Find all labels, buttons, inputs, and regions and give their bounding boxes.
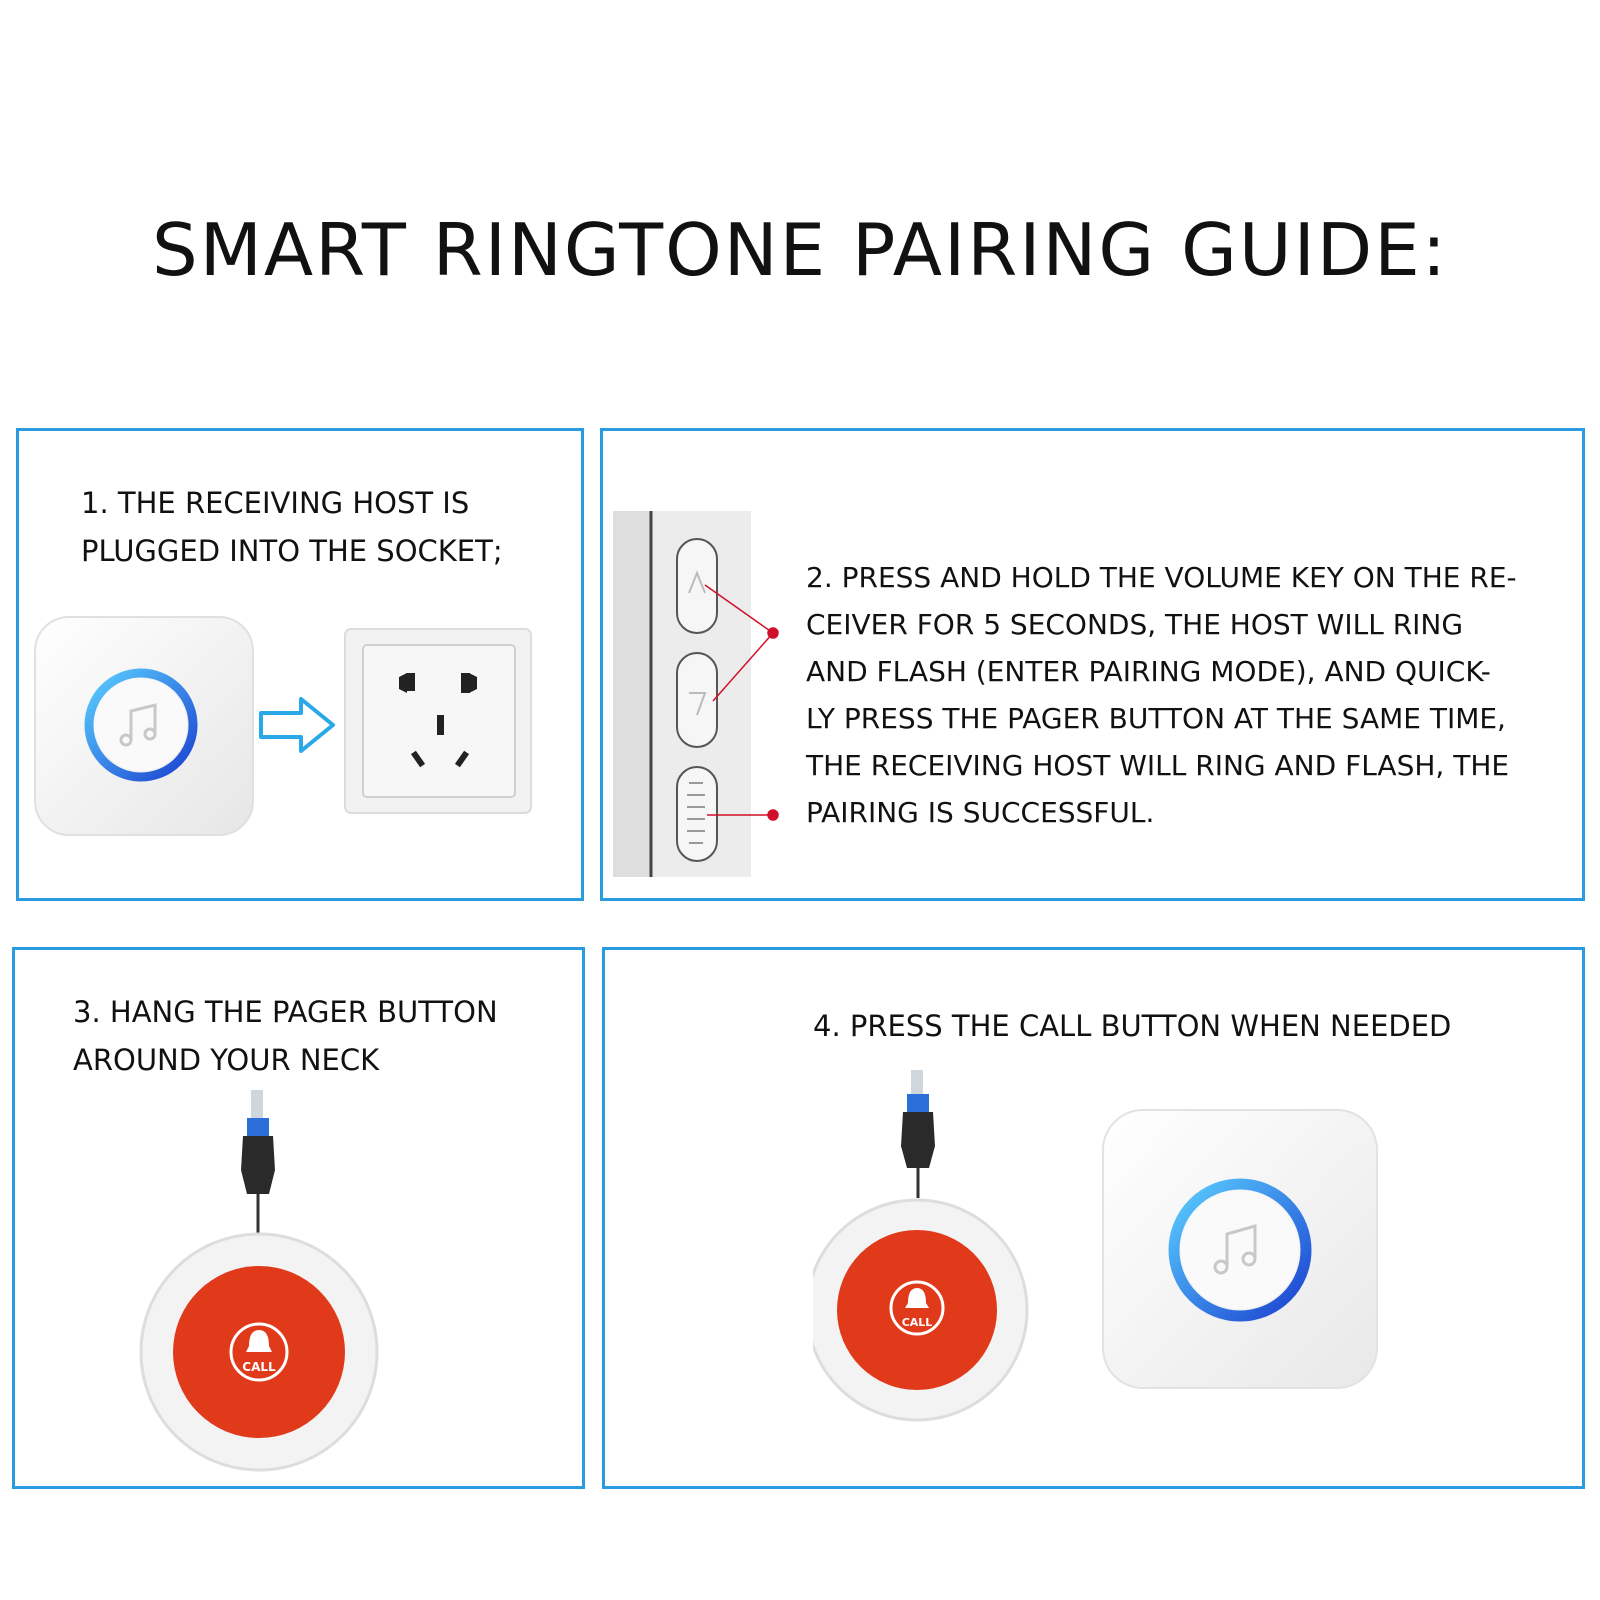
step-1-illustration	[34, 616, 532, 836]
step-1-panel: 1. THE RECEIVING HOST IS PLUGGED INTO TH…	[16, 428, 584, 901]
step-3-panel: 3. HANG THE PAGER BUTTON AROUND YOUR NEC…	[12, 947, 585, 1489]
step-3-text: 3. HANG THE PAGER BUTTON AROUND YOUR NEC…	[73, 995, 498, 1077]
step-4-panel: 4. PRESS THE CALL BUTTON WHEN NEEDED CAL…	[602, 947, 1585, 1489]
step-1-text: 1. THE RECEIVING HOST IS PLUGGED INTO TH…	[81, 486, 503, 568]
step-4-illustration: CALL	[813, 1070, 1378, 1422]
lanyard	[901, 1070, 935, 1198]
arrow-right-icon	[259, 697, 335, 753]
receiver-side-view	[613, 511, 751, 877]
step-2-text: 2. PRESS AND HOLD THE VOLUME KEY ON THE …	[806, 561, 1517, 829]
step-2-illustration	[613, 511, 779, 877]
music-note-icon	[119, 703, 157, 747]
step-4-text: 4. PRESS THE CALL BUTTON WHEN NEEDED	[813, 1009, 1452, 1043]
step-3-illustration: CALL	[139, 1090, 379, 1472]
call-label: CALL	[902, 1316, 933, 1329]
wall-socket	[344, 628, 532, 814]
pager-call-button: CALL	[139, 1232, 379, 1472]
call-label: CALL	[242, 1360, 276, 1374]
page-title: SMART RINGTONE PAIRING GUIDE:	[152, 208, 1448, 292]
lanyard	[241, 1090, 275, 1240]
volume-key-indicator	[704, 584, 779, 821]
bell-icon	[229, 1322, 289, 1382]
receiver-host	[34, 616, 254, 836]
step-2-panel: 2. PRESS AND HOLD THE VOLUME KEY ON THE …	[600, 428, 1585, 901]
bell-icon	[889, 1280, 945, 1336]
music-note-icon	[1213, 1224, 1257, 1275]
pager-call-button: CALL	[813, 1198, 1029, 1422]
receiver-host	[1102, 1109, 1378, 1389]
